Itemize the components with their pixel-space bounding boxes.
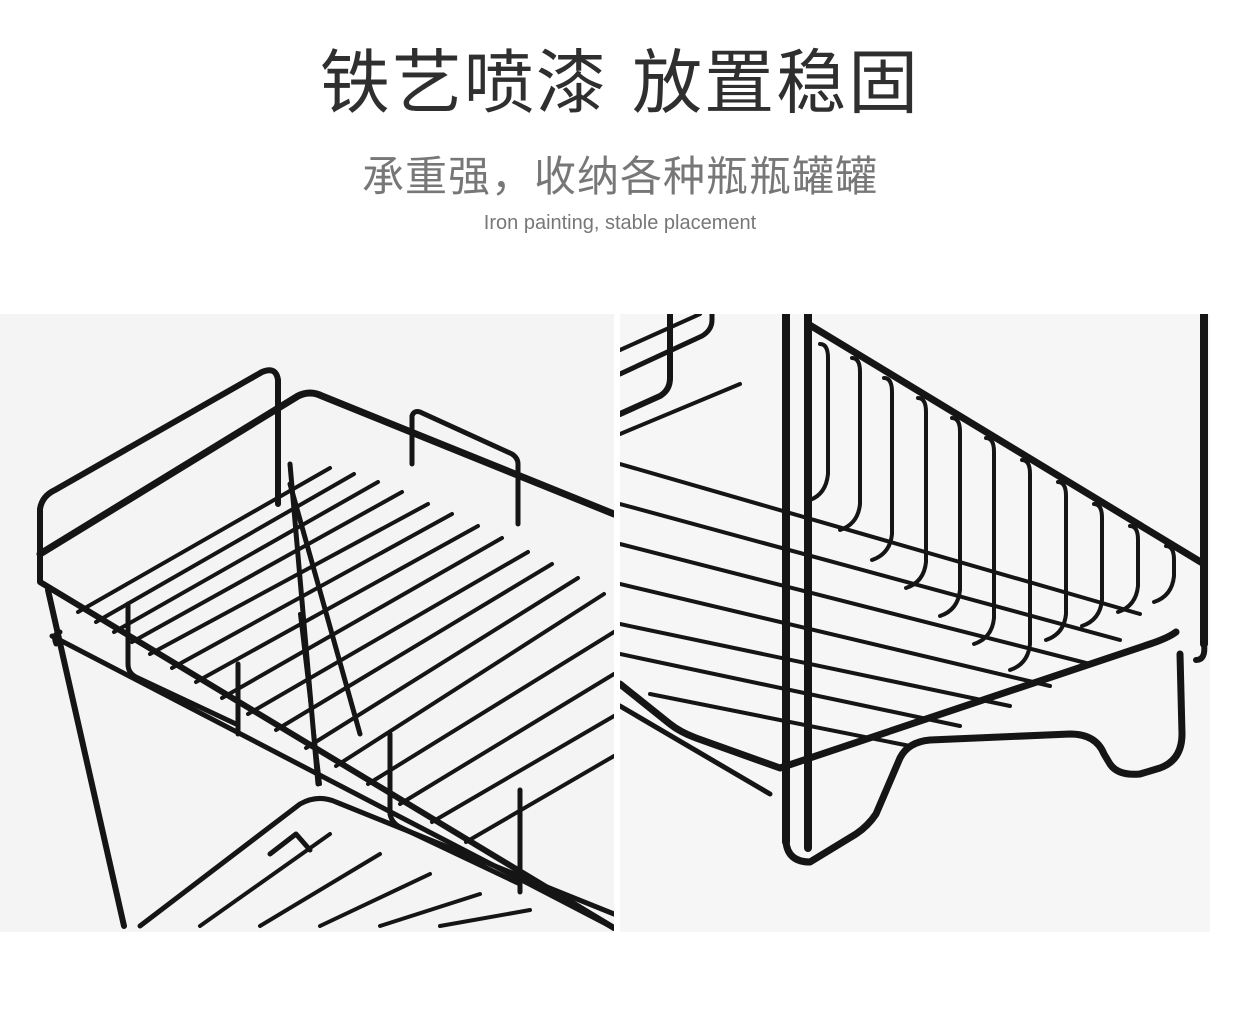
product-photo-left xyxy=(0,314,614,932)
subtitle-text: 承重强，收纳各种瓶瓶罐罐 xyxy=(361,152,878,201)
english-caption: Iron painting, stable placement xyxy=(483,212,757,234)
wire-rack-illustration-right xyxy=(620,314,1208,866)
title-heading: 铁艺喷漆 放置稳固 xyxy=(319,42,921,124)
product-photo-right xyxy=(620,314,1210,932)
wire-rack-illustration-left xyxy=(36,367,614,931)
